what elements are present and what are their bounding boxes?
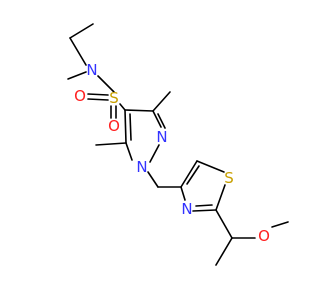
amide-nitrogen-label: N <box>86 61 97 79</box>
bond <box>152 91 171 112</box>
atom-labels: N S O O N N S N O <box>74 61 270 245</box>
bond <box>195 204 213 207</box>
bond <box>180 160 198 188</box>
thiazole-nitrogen-label: N <box>181 200 192 218</box>
bond <box>215 209 233 239</box>
bond <box>125 142 133 161</box>
bond <box>196 160 225 173</box>
pyrazole-n2-label: N <box>156 128 167 146</box>
bonds <box>67 23 289 266</box>
bond <box>95 142 127 146</box>
bond <box>215 184 226 211</box>
bond <box>69 23 94 39</box>
bond <box>152 110 162 128</box>
bond <box>186 165 200 185</box>
molecule-diagram: N S O O N N S N O <box>67 23 289 266</box>
bond <box>69 37 87 66</box>
sulfonyl-sulfur-label: S <box>109 89 119 107</box>
bond <box>97 75 115 93</box>
bond <box>192 209 217 212</box>
bond <box>87 98 109 101</box>
bond <box>124 109 127 144</box>
ether-oxygen-label: O <box>258 227 270 245</box>
bond <box>149 144 160 163</box>
bond <box>271 221 289 228</box>
structure-canvas: N S O O N N S N O <box>67 23 289 266</box>
bond <box>157 113 166 129</box>
sulfonyl-oxygen-left-label: O <box>74 87 86 105</box>
bond <box>180 186 186 201</box>
bond <box>67 71 87 80</box>
bond <box>87 93 109 96</box>
bond <box>124 109 154 112</box>
pyrazole-n1-label: N <box>136 158 147 176</box>
bond <box>119 103 126 111</box>
sulfonyl-oxygen-bottom-label: O <box>108 117 120 135</box>
bond <box>215 237 233 266</box>
bond <box>147 171 159 188</box>
bond <box>129 113 132 141</box>
thiazole-sulfur-label: S <box>224 169 234 187</box>
